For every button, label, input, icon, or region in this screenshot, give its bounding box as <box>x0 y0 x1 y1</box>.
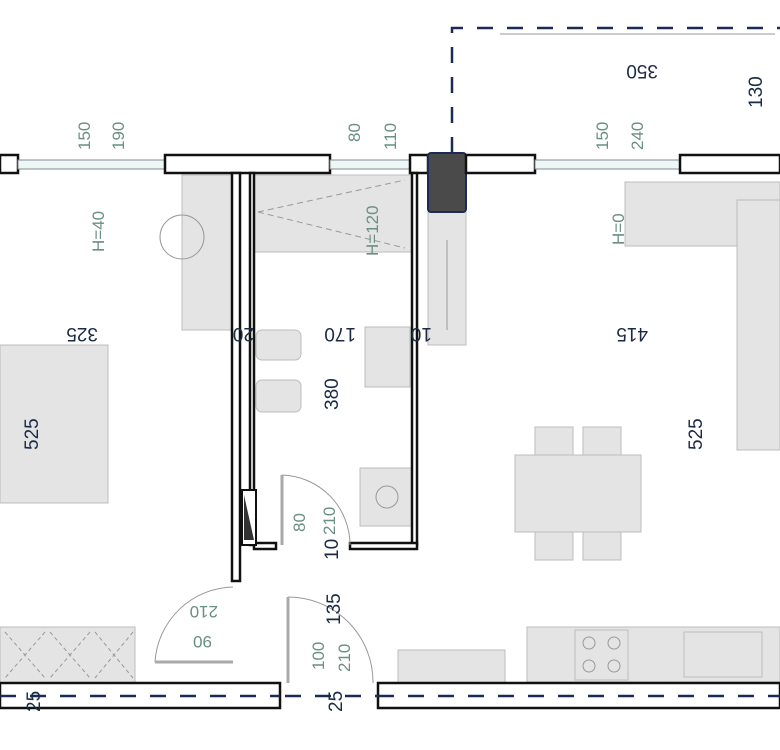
shoe-cabinet <box>397 649 506 684</box>
living-width: 415 <box>616 323 648 344</box>
window-3-bottom: 240 <box>628 122 647 150</box>
washing-machine <box>364 326 411 388</box>
window <box>17 159 166 170</box>
washbasin <box>255 329 302 361</box>
entry-door-height: 210 <box>335 644 354 672</box>
sink <box>683 631 763 678</box>
balcony-depth: 130 <box>746 76 767 108</box>
balcony <box>450 26 780 153</box>
bath-length: 380 <box>322 378 343 410</box>
bath-door-height: 210 <box>320 507 339 535</box>
bedroom-door-height: 210 <box>190 602 218 621</box>
window-1-bottom: 190 <box>109 122 128 150</box>
furniture <box>0 174 780 684</box>
wardrobe <box>181 174 233 331</box>
chair <box>534 426 574 456</box>
window <box>329 159 411 170</box>
window-2-bottom: 110 <box>381 123 400 150</box>
bath-wall-left: 20 <box>233 323 254 344</box>
bath-door-offset: 10 <box>322 539 343 560</box>
bedroom-door-width: 90 <box>193 632 212 651</box>
bathtub <box>253 174 413 253</box>
window-1-top: 150 <box>75 122 94 150</box>
bath-door-width: 80 <box>290 513 309 532</box>
chair <box>582 531 622 561</box>
shower-tray <box>359 467 416 527</box>
bed <box>0 344 109 504</box>
entry-door-width: 100 <box>309 642 328 670</box>
stove <box>574 629 629 681</box>
chair <box>534 531 574 561</box>
entry-wall-thickness: 25 <box>326 691 347 712</box>
living-height: H=0 <box>609 213 628 245</box>
column <box>427 152 467 213</box>
chair <box>582 426 622 456</box>
cabinets <box>0 626 136 684</box>
bath-wall-right: 10 <box>411 323 432 344</box>
left-wall-thickness: 25 <box>24 691 45 712</box>
bath-height: H=120 <box>363 205 382 256</box>
toilet <box>255 379 302 413</box>
living-length: 525 <box>686 418 707 450</box>
balcony-width: 350 <box>626 60 658 81</box>
window-2-top: 80 <box>345 123 364 142</box>
walls <box>0 152 780 710</box>
doors <box>154 474 374 684</box>
lamp-icon <box>159 214 205 260</box>
window-3-top: 150 <box>593 122 612 150</box>
entry-length: 135 <box>324 593 345 625</box>
bedroom-width: 325 <box>66 323 98 344</box>
dimension-labels: 150 190 80 110 150 240 350 130 H=40 H=12… <box>22 60 767 712</box>
bedroom-length: 525 <box>22 418 43 450</box>
dining-table <box>514 454 642 533</box>
bedroom-height: H=40 <box>89 211 108 252</box>
bath-width: 170 <box>324 323 356 344</box>
window <box>534 159 681 170</box>
